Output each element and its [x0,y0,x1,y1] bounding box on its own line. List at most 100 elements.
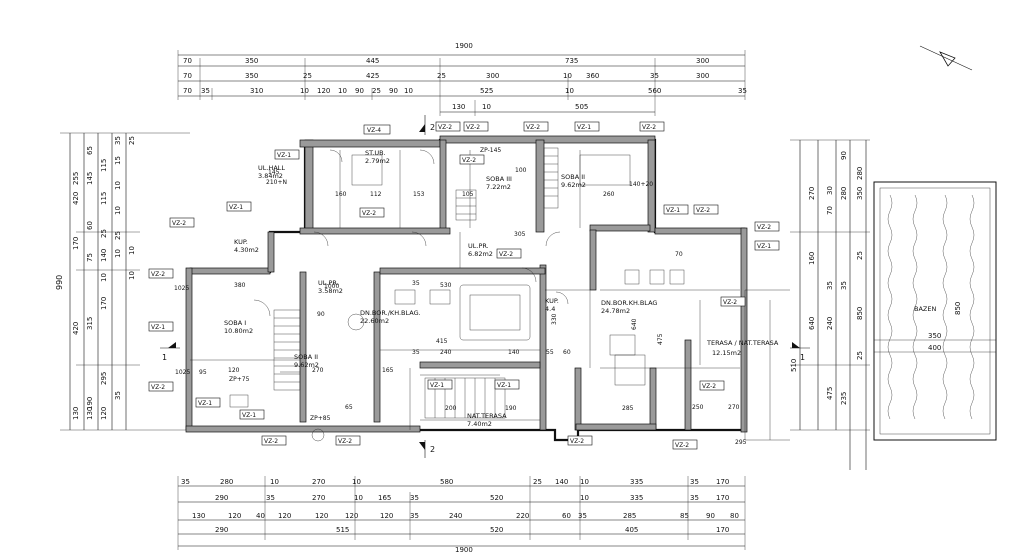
dimension-label: 120 [380,512,393,520]
dimension-label: 140 [100,249,108,262]
dimension-label: 25 [372,87,381,95]
dimension-label: 190 [86,397,94,410]
dimension-label: 560 [648,87,661,95]
dimension-label: 140+20 [629,181,653,188]
dimension-label: 2 [430,123,435,132]
tag-vz: VZ-1 [148,321,174,332]
tag-vz: VZ-1 [427,379,453,390]
dimension-label: 160 [808,252,816,265]
dimension-label: 10 [482,103,491,111]
dimension-label: 445 [366,57,379,65]
dimension-label: 240 [826,317,834,330]
dimension-label: VZ-1 [151,324,165,331]
dimension-label: 640 [631,318,638,330]
dimension-label: 105 [462,191,474,198]
dimension-label: VZ-1 [430,382,444,389]
dimension-label: 170 [716,478,729,486]
dimension-label: 7.22m2 [486,183,511,191]
tag-vz: VZ-1 [574,121,600,132]
dimension-label: 10 [580,478,589,486]
dimension-label: 315 [86,317,94,330]
pool: BAZEN 350 400 850 [873,181,997,441]
dimension-label: 270 [728,404,740,411]
dimension-label: 145 [268,169,280,176]
dimension-label: 140 [508,349,520,356]
tag-vz: VZ-2 [567,435,593,446]
tag-vz: VZ-2 [459,154,485,165]
dimension-label: 25 [533,478,542,486]
dimension-label: 60 [562,512,571,520]
dimension-label: 335 [630,494,643,502]
inner-dimensions: 530 415 240 140 35 55 60 270 145 210+N 1… [174,167,747,446]
dimension-label: UL.PR. [468,242,489,250]
dimension-label: 10 [300,87,309,95]
dimension-label: 65 [345,404,353,411]
dimension-label: 350 [928,332,941,340]
dimension-label: 22.60m2 [360,317,389,325]
dimension-label: 285 [622,405,634,412]
dimension-label: 70 [826,206,834,215]
dimension-label: 10 [270,478,279,486]
dimension-label: 520 [490,494,503,502]
dimension-label: 270 [312,494,325,502]
dimension-label: 280 [856,167,864,180]
dimension-label: 850 [954,302,962,315]
dimension-label: 190 [505,405,517,412]
dimension-label: 270 [312,367,324,374]
dimension-label: 310 [250,87,263,95]
tag-vz: VZ-1 [274,149,300,160]
dimension-label: 10 [114,181,122,190]
dimension-label: 35 [410,494,419,502]
tag-vz: VZ-1 [663,204,689,215]
dimension-label: VZ-2 [172,220,186,227]
dimension-label: VZ-2 [338,438,352,445]
tag-vz: VZ-2 [720,296,746,307]
dimension-label: 1 [800,353,805,362]
dimension-label: 10 [563,72,572,80]
tag-vz: VZ-1 [754,240,780,251]
dimension-label: UL.PR. [318,279,339,287]
dimension-label: 415 [436,338,448,345]
dimension-label: KUP. [545,297,559,305]
dimension-label: 510 [790,359,798,372]
dimension-label: 60 [86,221,94,230]
dimension-label: VZ-4 [367,127,381,134]
section-arrow-icon: 1 [160,342,180,362]
tag-vz: VZ-2 [639,121,665,132]
dimension-label: VZ-2 [462,157,476,164]
dimension-label: VZ-1 [666,207,680,214]
dimension-label: 90 [355,87,364,95]
tag-vz: VZ-1 [494,379,520,390]
dimension-label: 25 [100,229,108,238]
dimension-label: 1900 [455,546,473,554]
dimension-label: 120 [228,367,240,374]
tag-vz: VZ-2 [754,221,780,232]
dimension-label: 10 [100,273,108,282]
dimension-label: 35 [578,512,587,520]
dimension-label: 9.62m2 [294,361,319,369]
dimension-label: SOBA II [294,353,318,361]
dimension-label: 380 [234,282,246,289]
dimension-label: 250 [692,404,704,411]
dimension-label: 525 [480,87,493,95]
dimension-label: 240 [449,512,462,520]
dimension-label: VZ-2 [151,384,165,391]
dimension-label: 90 [389,87,398,95]
dimension-label: 120 [100,407,108,420]
dimension-label: 120 [317,87,330,95]
dimension-label: 35 [738,87,747,95]
tag-vz: VZ-4 [363,124,391,135]
dimension-label: 35 [114,391,122,400]
dimension-label: 10 [128,246,136,255]
dimension-label: 35 [826,281,834,290]
dimension-label: 120 [278,512,291,520]
dimension-label: DN.BOR.KH.BLAG [601,299,657,307]
dimension-label: 290 [215,526,228,534]
dimension-label: 515 [336,526,349,534]
staircase-top [455,147,559,221]
dimension-label: 270 [312,478,325,486]
dimension-label: 4.4 [545,305,555,313]
dimension-label: 25 [114,231,122,240]
dimension-label: 130 [86,407,94,420]
